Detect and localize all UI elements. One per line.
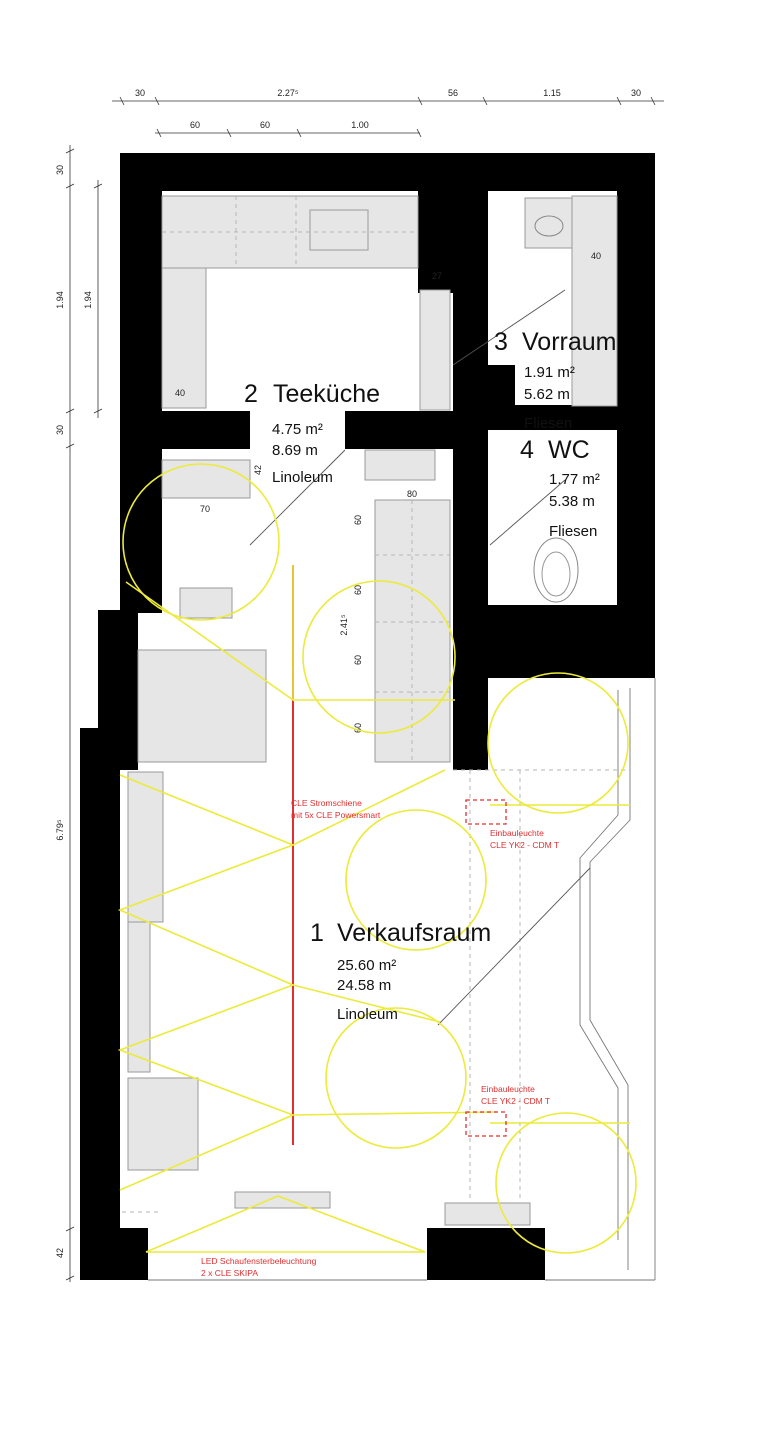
kitchen-cabinet-right: [419, 289, 451, 411]
dim-top-3: 56: [448, 88, 458, 98]
room-1-label: 1 Verkaufsraum 25.60 m² 24.58 m Linoleum: [310, 919, 491, 1023]
room-outline: [148, 678, 656, 1281]
downlight-marker-2: [465, 1111, 507, 1137]
dim-shelf-2: 60: [353, 585, 363, 595]
lighting: [117, 463, 637, 1254]
wall-shelf-1: [127, 771, 164, 923]
toilet-bowl-icon: [541, 551, 571, 597]
room-2-name: Teeküche: [273, 380, 380, 408]
washbasin-bowl-icon: [534, 215, 564, 237]
room-4-name: WC: [548, 436, 590, 464]
table: [179, 587, 233, 619]
room-3-perimeter: 5.62 m: [524, 386, 570, 403]
dim-42: 42: [253, 465, 263, 475]
dim-top-2: 2.27⁵: [277, 88, 299, 98]
dimension-lines: [65, 96, 664, 1282]
room-1-floor: Linoleum: [337, 1006, 398, 1023]
dim-27: 27: [432, 271, 442, 281]
dim-row2-3: 1.00: [351, 120, 369, 130]
rail-note-line2: mit 5x CLE Powersmart: [291, 810, 381, 820]
guide-lines: [122, 196, 630, 1213]
inner-dimension-labels: 40 27 40 42 70 80 2.41⁵ 60 60 60 60: [175, 251, 601, 733]
dim-shelf-1: 60: [353, 515, 363, 525]
kitchen-sink: [309, 209, 369, 251]
lighting-annotations: CLE Stromschiene mit 5x CLE Powersmart E…: [201, 798, 559, 1278]
room-1-name: Verkaufsraum: [337, 919, 491, 947]
dim-80: 80: [407, 489, 417, 499]
wc-washbasin: [524, 197, 574, 249]
spot-light-cone: [495, 1112, 637, 1254]
spot-light-cone: [487, 672, 629, 814]
dim-left-3: 30: [55, 425, 65, 435]
room-3-area: 1.91 m²: [524, 364, 575, 381]
room-1-perimeter: 24.58 m: [337, 977, 391, 994]
room-4-number: 4: [520, 436, 534, 464]
spot-light-cone: [345, 809, 487, 951]
window-light-note-line2: 2 x CLE SKIPA: [201, 1268, 258, 1278]
spot-light-cone: [325, 1007, 467, 1149]
room-1-number: 1: [310, 919, 324, 947]
dim-shelf-3: 60: [353, 655, 363, 665]
window-display: [234, 1191, 331, 1209]
vorraum-cabinet: [571, 195, 618, 407]
downlight-1-note-line1: Einbauleuchte: [490, 828, 544, 838]
window-light-note-line1: LED Schaufensterbeleuchtung: [201, 1256, 317, 1266]
door-step: [444, 1202, 531, 1226]
dim-70: 70: [200, 504, 210, 514]
room-4-area: 1.77 m²: [549, 471, 600, 488]
dim-shelf-total: 2.41⁵: [339, 614, 349, 636]
toilet-icon: [533, 537, 579, 603]
dim-kitchen-40: 40: [175, 388, 185, 398]
kitchen-counter-left: [161, 267, 207, 409]
downlight-1-note-line2: CLE YK2 - CDM T: [490, 840, 559, 850]
dim-row2-2: 60: [260, 120, 270, 130]
dim-shelf-4: 60: [353, 723, 363, 733]
room-2-perimeter: 8.69 m: [272, 442, 318, 459]
room-4-label: 4 WC 1.77 m² 5.38 m Fliesen: [520, 436, 600, 540]
dim-top-5: 30: [631, 88, 641, 98]
dim-left-4: 6.79⁵: [55, 819, 65, 841]
dimension-labels: 30 2.27⁵ 56 1.15 30 60 60 1.00 30 1.94 3…: [55, 88, 641, 1258]
downlight-2-note-line2: CLE YK2 - CDM T: [481, 1096, 550, 1106]
dim-left-inner: 1.94: [83, 291, 93, 309]
display-cabinet: [127, 1077, 199, 1171]
walls: [80, 153, 655, 1280]
teekueche-counter: [161, 459, 251, 499]
dim-top-1: 30: [135, 88, 145, 98]
room-3-number: 3: [494, 328, 508, 356]
door-swings: [249, 289, 591, 1026]
downlight-marker-1: [465, 799, 507, 825]
room-2-floor: Linoleum: [272, 469, 333, 486]
dim-left-1: 30: [55, 165, 65, 175]
sales-counter: [137, 649, 267, 763]
dim-top-4: 1.15: [543, 88, 561, 98]
spot-light-cone: [122, 463, 280, 621]
fridge-unit: [364, 449, 436, 481]
dim-left-2: 1.94: [55, 291, 65, 309]
room-2-area: 4.75 m²: [272, 421, 323, 438]
rail-note-line1: CLE Stromschiene: [291, 798, 362, 808]
room-2-number: 2: [244, 380, 258, 408]
dim-row2-1: 60: [190, 120, 200, 130]
room-4-perimeter: 5.38 m: [549, 493, 595, 510]
dim-vorraum-40: 40: [591, 251, 601, 261]
room-3-name: Vorraum: [522, 328, 616, 356]
wall-shelf-2: [127, 921, 151, 1073]
dim-left-5: 42: [55, 1248, 65, 1258]
spot-light-cone: [302, 580, 456, 734]
room-4-floor: Fliesen: [549, 523, 597, 540]
downlight-2-note-line1: Einbauleuchte: [481, 1084, 535, 1094]
room-3-floor: Fliesen: [524, 415, 572, 432]
room-1-area: 25.60 m²: [337, 957, 396, 974]
room-2-label: 2 Teeküche 4.75 m² 8.69 m Linoleum: [244, 380, 380, 486]
room-3-label: 3 Vorraum 1.91 m² 5.62 m Fliesen: [494, 328, 616, 432]
